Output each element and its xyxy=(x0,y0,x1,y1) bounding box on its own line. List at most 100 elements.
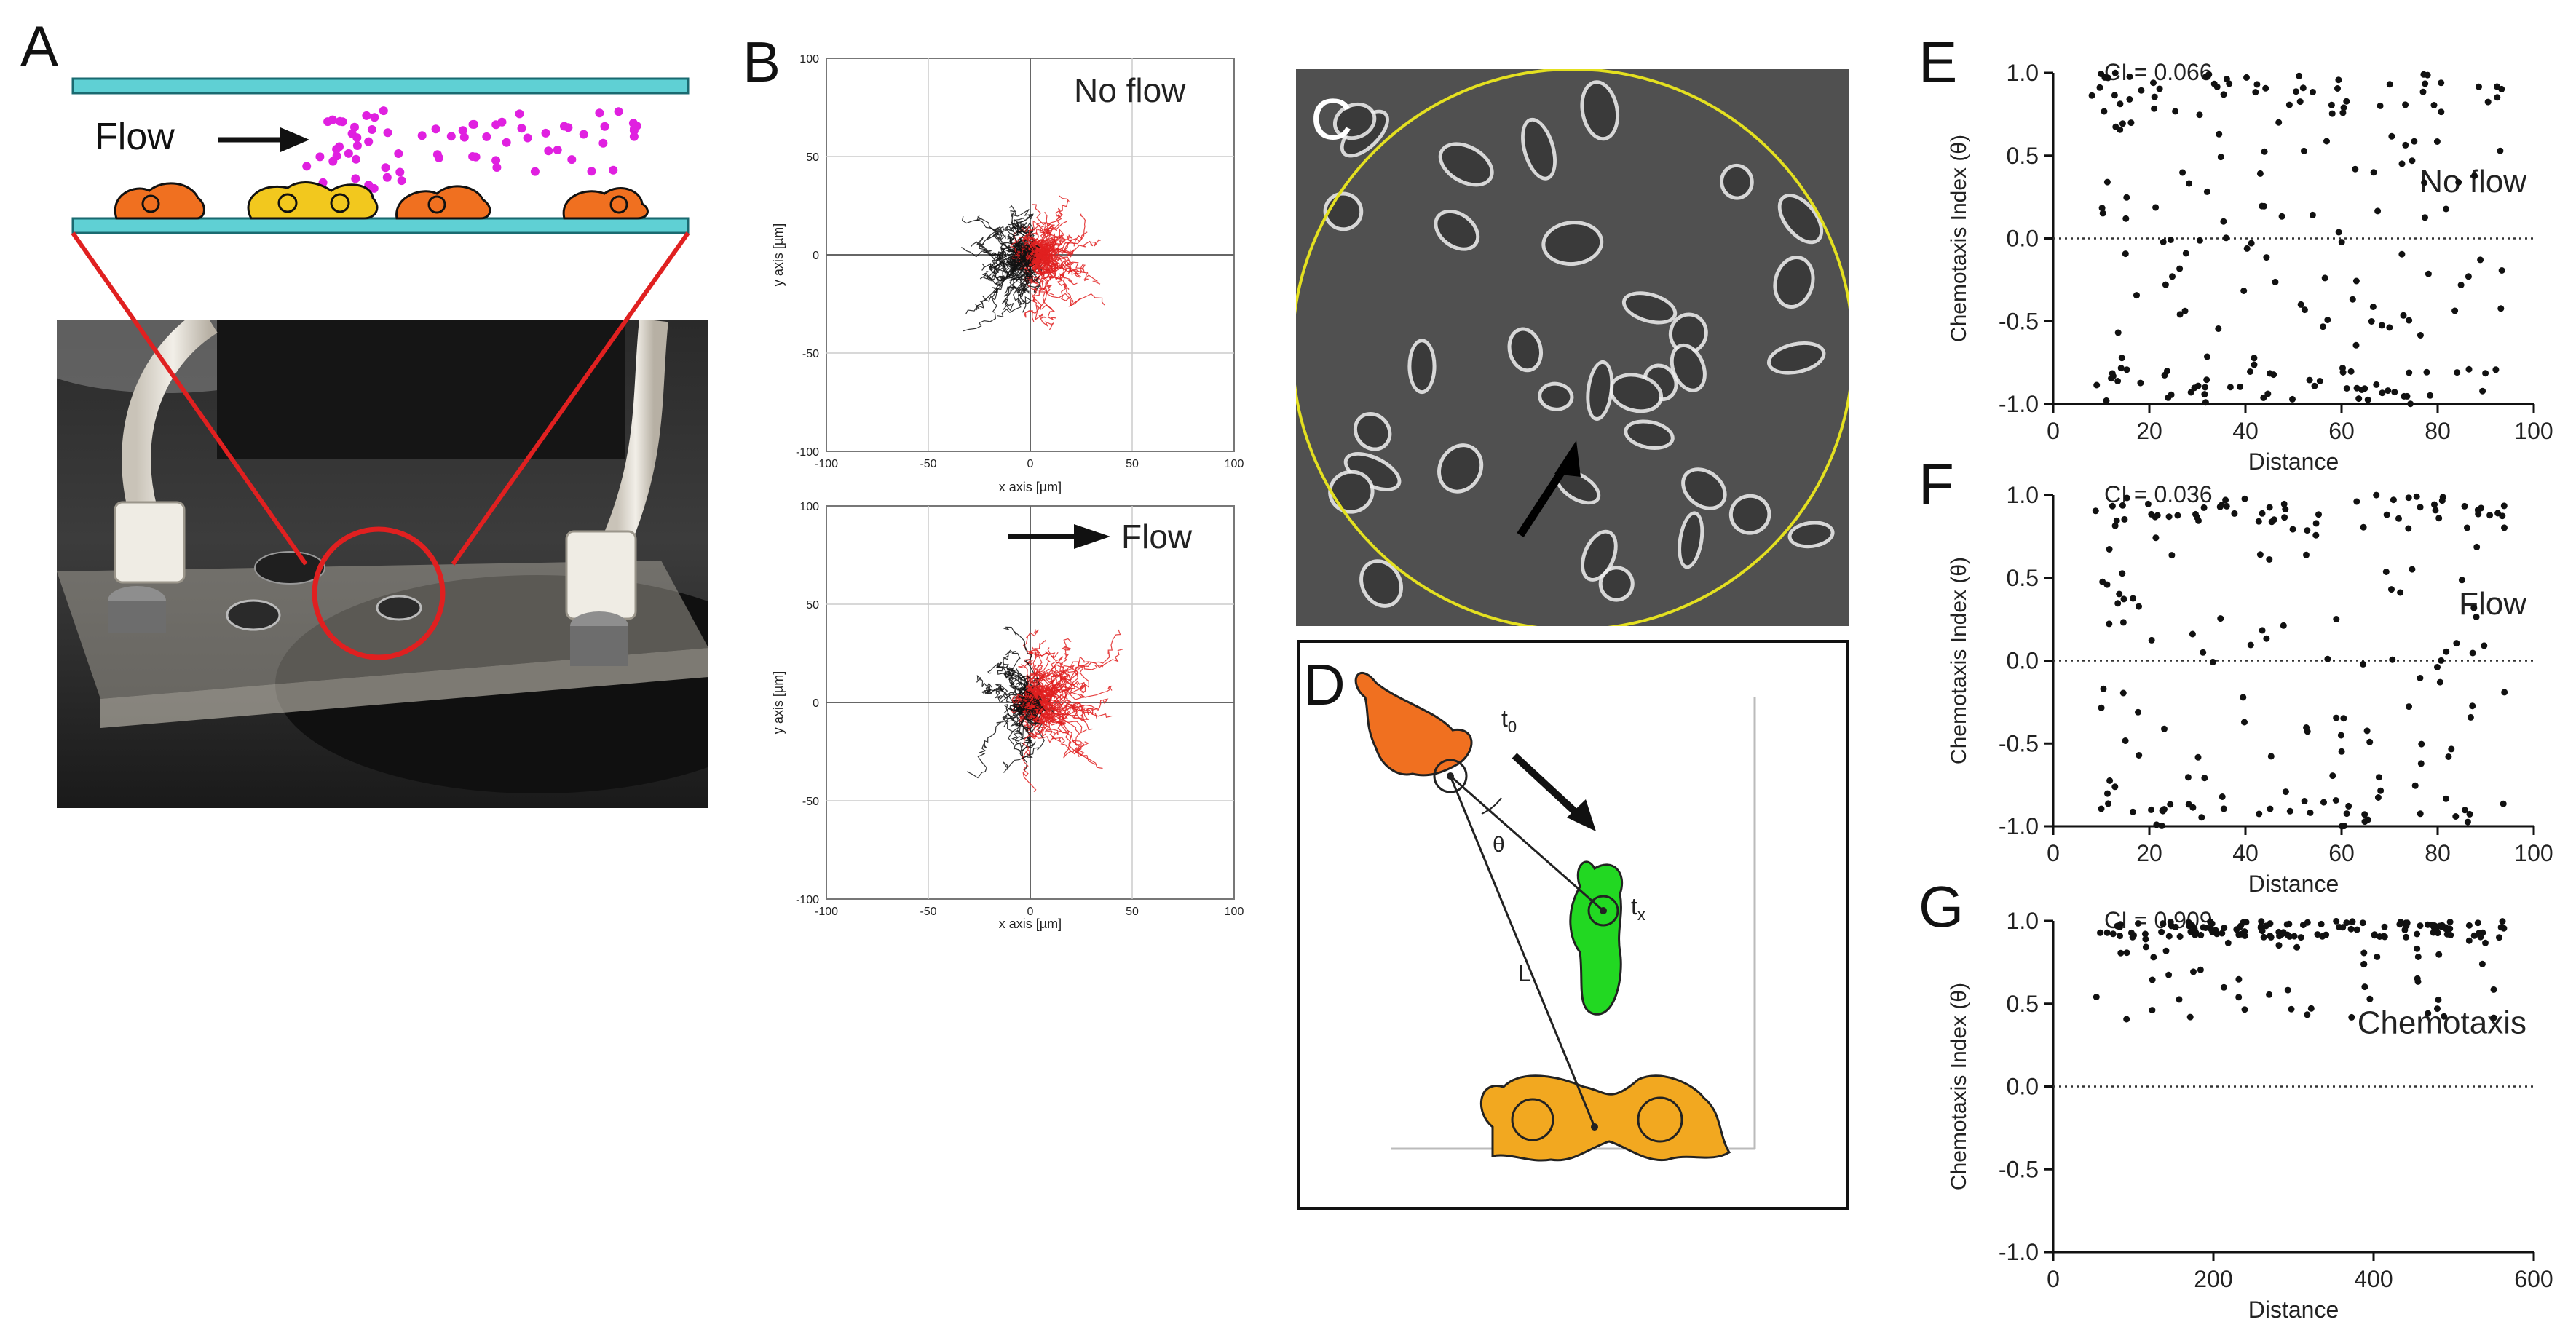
displacement-vector xyxy=(1450,775,1604,912)
data-point xyxy=(2259,927,2266,935)
annotation-label: No flow xyxy=(1074,71,1186,109)
chemoattractant-dot xyxy=(471,152,481,162)
data-point xyxy=(2237,383,2244,390)
condition-label: No flow xyxy=(2419,164,2526,199)
data-point xyxy=(2473,543,2481,550)
x-tick-label: 60 xyxy=(2328,418,2355,444)
data-point xyxy=(2205,71,2213,78)
data-point xyxy=(2280,500,2288,507)
data-point xyxy=(2220,805,2227,812)
data-point xyxy=(2374,953,2381,960)
data-point xyxy=(2267,753,2275,760)
x-tick-label: 0 xyxy=(1027,906,1034,918)
data-point xyxy=(2159,807,2166,814)
data-point xyxy=(2184,774,2192,781)
data-point xyxy=(2411,782,2419,789)
cell-track xyxy=(1005,254,1035,278)
data-point xyxy=(2119,689,2127,697)
data-point xyxy=(2201,775,2208,782)
micrograph-cells xyxy=(1323,80,1835,608)
data-point xyxy=(2165,513,2173,521)
data-point xyxy=(2378,322,2385,329)
chemoattractant-dot xyxy=(458,126,467,135)
data-point xyxy=(2114,600,2122,607)
data-point xyxy=(2324,655,2331,662)
data-point xyxy=(2405,525,2412,532)
data-point xyxy=(2256,551,2264,558)
cell-track xyxy=(1023,254,1042,322)
data-point xyxy=(2307,809,2314,816)
data-point xyxy=(2304,527,2311,534)
x-tick-label: 600 xyxy=(2514,1266,2553,1292)
data-point xyxy=(2258,918,2265,925)
data-point xyxy=(2243,245,2251,252)
cell-body xyxy=(1336,106,1373,137)
chemoattractant-dot xyxy=(328,157,338,166)
y-tick-label: 50 xyxy=(806,599,819,611)
panel-b-letter: B xyxy=(743,30,781,94)
data-point xyxy=(2301,306,2308,314)
data-point xyxy=(2260,933,2267,941)
data-point xyxy=(2427,392,2434,399)
data-point xyxy=(2122,215,2130,222)
data-point xyxy=(2369,304,2377,310)
data-point xyxy=(2340,715,2347,722)
data-point xyxy=(2323,138,2330,145)
data-point xyxy=(2088,92,2095,99)
label-t0: t0 xyxy=(1501,705,1517,736)
chemoattractant-dot xyxy=(517,124,526,133)
label-tx: tx xyxy=(1631,893,1645,924)
cell-body xyxy=(1441,447,1480,490)
chemoattractant-dot xyxy=(394,149,403,158)
data-point xyxy=(2328,101,2335,108)
data-point xyxy=(2141,930,2149,938)
data-point xyxy=(2260,394,2267,401)
data-point xyxy=(2320,323,2326,330)
x-tick-label: -100 xyxy=(815,906,838,918)
data-point xyxy=(2484,98,2492,106)
data-point xyxy=(2220,983,2227,991)
data-point xyxy=(2196,237,2203,244)
data-point xyxy=(2297,301,2304,308)
data-point xyxy=(2288,1005,2295,1013)
data-point xyxy=(2391,389,2398,396)
chemoattractant-dot xyxy=(600,122,609,131)
data-point xyxy=(2407,400,2414,408)
x-axis-label: x axis [µm] xyxy=(999,917,1062,931)
y-tick-label: -100 xyxy=(796,894,819,906)
data-point xyxy=(2160,920,2167,927)
gradient-vector xyxy=(1449,775,1596,1128)
data-point xyxy=(2447,932,2454,938)
cell-body xyxy=(1673,347,1703,389)
data-point xyxy=(2241,719,2248,726)
cell-body xyxy=(1545,224,1600,263)
data-point xyxy=(2335,76,2342,84)
data-point xyxy=(2104,74,2111,82)
data-point xyxy=(2303,724,2310,731)
data-point xyxy=(2352,341,2360,349)
data-point xyxy=(2099,578,2106,585)
data-point xyxy=(2262,84,2269,92)
data-point xyxy=(2148,806,2154,813)
data-point xyxy=(2419,88,2427,95)
cell-body xyxy=(1541,385,1571,408)
chemoattractant-dot xyxy=(530,167,540,176)
data-point xyxy=(2398,160,2406,167)
chemoattractant-dot xyxy=(553,146,562,154)
data-point xyxy=(2142,935,2149,943)
data-point xyxy=(2247,641,2254,649)
cell-body xyxy=(1437,213,1477,248)
cell-body xyxy=(1363,563,1400,604)
data-point xyxy=(2340,104,2347,111)
data-point xyxy=(2473,613,2480,620)
data-point xyxy=(2443,648,2450,655)
data-point xyxy=(2217,615,2224,622)
cell-tx xyxy=(1569,860,1624,1016)
data-point xyxy=(2114,378,2122,384)
data-point xyxy=(2375,774,2382,781)
data-point xyxy=(2098,704,2105,711)
data-point xyxy=(2179,169,2186,176)
y-tick-label: -0.5 xyxy=(1999,308,2039,334)
